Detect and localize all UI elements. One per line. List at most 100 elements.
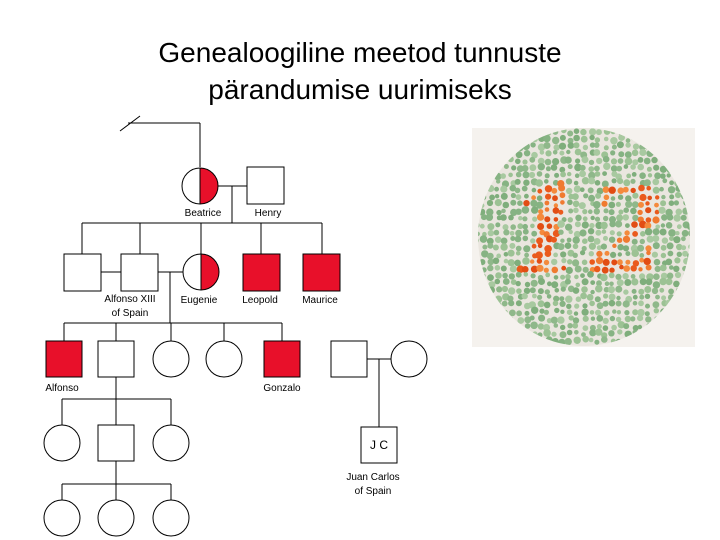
plate-background-dot <box>581 221 589 229</box>
plate-background-dot <box>587 235 595 243</box>
juan-carlos-symbol <box>360 426 398 464</box>
plate-background-dot <box>552 158 560 166</box>
plate-background-dot <box>618 151 625 158</box>
gen4-female-symbol <box>43 424 81 462</box>
plate-background-dot <box>638 288 645 295</box>
plate-background-dot <box>603 286 610 293</box>
plate-digit-dot <box>544 200 550 206</box>
plate-background-dot <box>492 257 500 265</box>
plate-background-dot <box>523 245 531 253</box>
plate-background-dot <box>589 222 595 229</box>
plate-background-dot <box>582 303 588 309</box>
plate-background-dot <box>596 245 602 251</box>
plate-background-dot <box>566 309 573 316</box>
plate-background-dot <box>572 252 578 258</box>
plate-background-dot <box>578 202 586 210</box>
plate-background-dot <box>508 214 514 221</box>
plate-background-dot <box>565 295 573 303</box>
plate-background-dot <box>572 259 580 267</box>
plate-background-dot <box>517 223 524 230</box>
plate-background-dot <box>522 159 528 165</box>
plate-background-dot <box>588 251 594 257</box>
plate-background-dot <box>616 279 624 287</box>
plate-background-dot <box>509 309 516 317</box>
plate-digit-dot <box>553 217 559 222</box>
plate-background-dot <box>537 143 546 151</box>
plate-background-dot <box>609 230 615 236</box>
plate-background-dot <box>514 178 521 185</box>
plate-background-dot <box>496 179 501 184</box>
plate-background-dot <box>502 272 508 279</box>
plate-background-dot <box>644 286 652 293</box>
plate-background-dot <box>522 216 528 222</box>
plate-background-dot <box>595 129 602 136</box>
plate-background-dot <box>522 171 530 179</box>
plate-background-dot <box>580 250 586 256</box>
plate-background-dot <box>573 207 579 214</box>
plate-background-dot <box>529 164 537 172</box>
plate-digit-dot <box>638 267 643 272</box>
plate-background-dot <box>660 252 667 259</box>
plate-background-dot <box>494 199 502 207</box>
plate-background-dot <box>669 180 674 186</box>
plate-background-dot <box>530 321 538 330</box>
plate-background-dot <box>676 243 683 251</box>
plate-background-dot <box>566 303 572 309</box>
plate-background-dot <box>673 265 680 272</box>
plate-background-dot <box>625 142 631 148</box>
plate-background-dot <box>509 265 517 273</box>
plate-background-dot <box>510 208 518 216</box>
plate-digit-dot <box>537 243 543 249</box>
plate-background-dot <box>617 252 622 257</box>
plate-background-dot <box>659 264 667 272</box>
plate-background-dot <box>655 294 660 300</box>
plate-background-dot <box>588 194 596 202</box>
label-jc-box: J C <box>370 438 388 452</box>
plate-digit-dot <box>602 186 610 193</box>
plate-background-dot <box>503 258 509 264</box>
plate-digit-dot <box>623 265 630 272</box>
gen3-female-symbol <box>152 340 190 378</box>
label-juan-carlos: Juan Carlos <box>346 472 399 483</box>
plate-digit-dot <box>645 264 652 271</box>
plate-digit-dot <box>543 259 550 266</box>
ishihara-color-blindness-plate-icon <box>472 128 695 347</box>
plate-digit-dot <box>645 201 650 206</box>
plate-background-dot <box>622 273 629 280</box>
plate-digit-dot <box>536 264 544 272</box>
plate-background-dot <box>601 336 608 343</box>
plate-background-dot <box>529 315 535 321</box>
plate-background-dot <box>673 200 680 206</box>
plate-digit-dot <box>632 260 640 267</box>
plate-background-dot <box>639 172 646 179</box>
plate-background-dot <box>637 315 644 322</box>
plate-background-dot <box>602 317 609 324</box>
plate-background-dot <box>507 249 515 257</box>
plate-background-dot <box>608 236 616 243</box>
plate-background-dot <box>530 223 535 229</box>
plate-background-dot <box>607 286 616 294</box>
plate-background-dot <box>496 253 502 259</box>
plate-background-dot <box>602 300 609 307</box>
plate-background-dot <box>618 134 625 141</box>
plate-background-dot <box>631 288 637 294</box>
plate-background-dot <box>581 332 586 337</box>
plate-background-dot <box>675 208 683 216</box>
plate-background-dot <box>574 274 579 280</box>
plate-digit-dot <box>631 221 638 228</box>
label-beatrice: Beatrice <box>185 208 222 219</box>
plate-background-dot <box>530 142 536 148</box>
plate-background-dot <box>595 192 602 199</box>
plate-background-dot <box>676 251 682 257</box>
plate-background-dot <box>524 323 531 329</box>
plate-background-dot <box>608 299 616 307</box>
plate-background-dot <box>515 194 522 201</box>
plate-background-dot <box>652 281 661 289</box>
plate-background-dot <box>521 292 528 300</box>
plate-background-dot <box>608 201 616 209</box>
plate-background-dot <box>518 216 523 221</box>
plate-digit-dot <box>538 209 544 215</box>
plate-background-dot <box>574 163 582 172</box>
plate-background-dot <box>481 250 489 258</box>
plate-background-dot <box>653 273 660 281</box>
